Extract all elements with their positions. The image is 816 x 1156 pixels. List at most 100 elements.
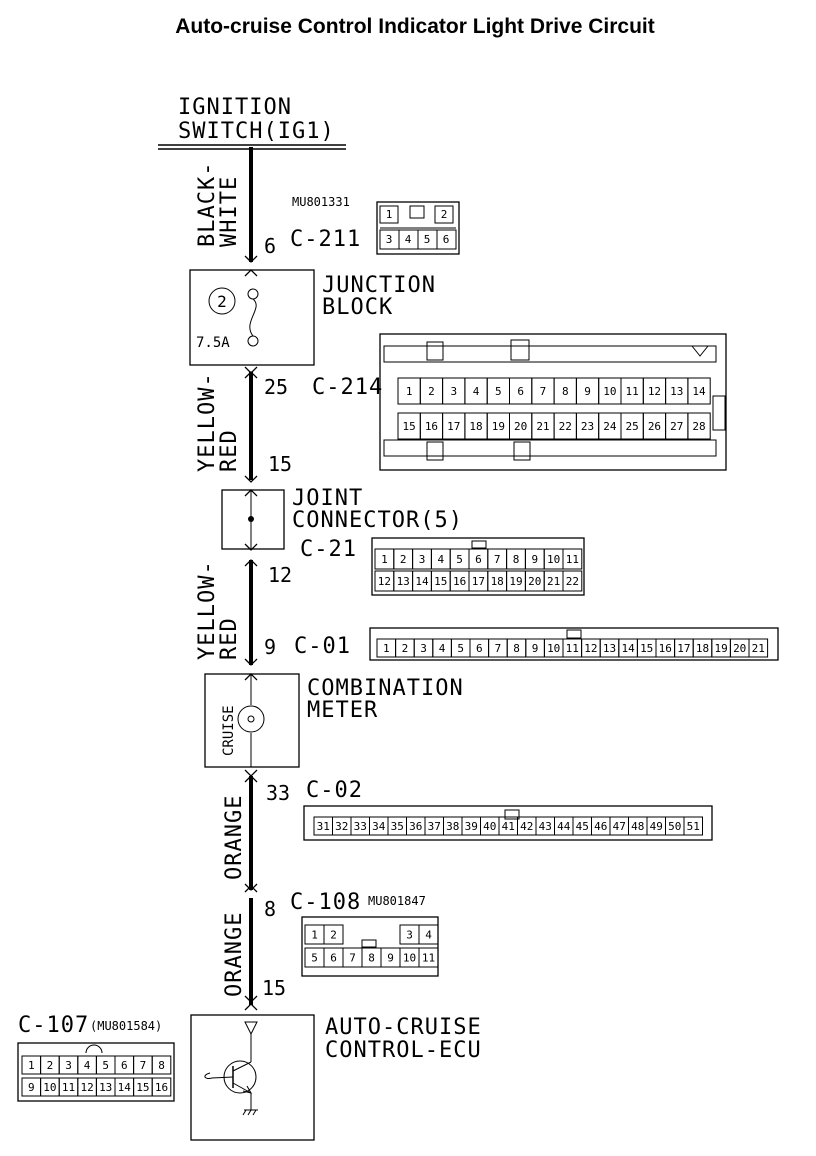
c108-pin-cell [418, 924, 439, 945]
ground-icon [242, 1109, 258, 1116]
c214-pin-label: 3 [450, 385, 457, 398]
c107-pin-label: 8 [158, 1059, 165, 1072]
pin-15-ecu: 15 [262, 976, 286, 1000]
c108-pin-label: 2 [330, 929, 337, 942]
c214-pin-label: 26 [648, 420, 661, 433]
c214-pin-cell [687, 412, 711, 440]
c108-pin-label: 6 [330, 952, 337, 965]
c21-pin-label: 7 [494, 553, 501, 566]
c214-pin-label: 20 [514, 420, 527, 433]
fuse-terminal-top [247, 288, 259, 300]
c108-part-number: MU801847 [368, 894, 426, 908]
c214-pin-cell [687, 377, 711, 405]
c214-pin-label: 28 [692, 420, 705, 433]
c108-pin-label: 1 [311, 929, 318, 942]
pin-33: 33 [266, 781, 290, 805]
svg-text:ORANGE: ORANGE [222, 795, 247, 880]
c107-pin-cell [151, 1055, 172, 1075]
c108-id: C-108 [290, 890, 361, 915]
c108-pin-label: 3 [406, 929, 413, 942]
c108-pin-label: 10 [403, 952, 416, 965]
c01-pin-label: 4 [439, 642, 446, 655]
c01-pin-label: 3 [420, 642, 427, 655]
c214-pin-label: 11 [626, 385, 639, 398]
c21-pin-label: 5 [456, 553, 463, 566]
wire-color-yellow-red-1: YELLOW- RED [195, 372, 242, 472]
c107-pin-label: 6 [121, 1059, 128, 1072]
c01-pin-label: 13 [603, 642, 616, 655]
c108-pin-label: 4 [425, 929, 432, 942]
c107-pin-label: 16 [155, 1081, 168, 1094]
c214-pin-label: 25 [626, 420, 639, 433]
c108-pin-label: 8 [368, 952, 375, 965]
c214-pin-label: 19 [492, 420, 505, 433]
c107-pin-label: 1 [28, 1059, 35, 1072]
ecu-label-line1: AUTO-CRUISE [325, 1015, 482, 1040]
c108-pin-label: 11 [422, 952, 435, 965]
fuse-rating: 7.5A [196, 335, 230, 351]
indicator-lamp-icon [237, 705, 265, 733]
c214-pin-label: 6 [517, 385, 524, 398]
c21-pin-label: 14 [415, 575, 429, 588]
ignition-label-line1: IGNITION [178, 95, 292, 120]
c02-pin-label: 38 [446, 820, 459, 833]
c107-part-number: (MU801584) [90, 1019, 162, 1033]
c107-id: C-107 [18, 1013, 89, 1038]
c02-pin-label: 37 [428, 820, 441, 833]
pin-6: 6 [264, 234, 276, 258]
wire-color-orange-1: ORANGE [222, 795, 247, 880]
c02-pin-label: 36 [409, 820, 422, 833]
c02-pin-label: 34 [372, 820, 386, 833]
c21-pin-label: 11 [566, 553, 579, 566]
c21-pin-label: 22 [566, 575, 579, 588]
c107-pin-label: 9 [28, 1081, 35, 1094]
fuse-terminal-bottom [247, 335, 259, 347]
c21-pin-cell [562, 570, 583, 592]
c21-pin-label: 4 [437, 553, 444, 566]
c21-pin-label: 9 [531, 553, 538, 566]
c02-pin-label: 43 [539, 820, 552, 833]
cruise-lamp-label: CRUISE [221, 705, 237, 756]
c214-pin-label: 24 [603, 420, 617, 433]
c01-pin-label: 16 [659, 642, 672, 655]
joint-splice-dot [248, 516, 254, 522]
combination-meter-label-line2: METER [307, 698, 378, 723]
c108-pin-label: 9 [387, 952, 394, 965]
c214-pin-label: 27 [670, 420, 683, 433]
fuse-number: 2 [217, 292, 227, 311]
c21-pin-label: 15 [434, 575, 447, 588]
wire-color-yellow-red-2: YELLOW- RED [195, 560, 242, 660]
c01-pin-cell [748, 638, 769, 658]
c21-pin-cell [562, 548, 583, 570]
c02-pin-label: 51 [687, 820, 700, 833]
c214-pin-label: 22 [559, 420, 572, 433]
c01-pin-label: 5 [457, 642, 464, 655]
c214-pin-label: 21 [536, 420, 549, 433]
pin-25: 25 [264, 375, 288, 399]
svg-text:ORANGE: ORANGE [222, 912, 247, 997]
c107-pin-label: 11 [62, 1081, 75, 1094]
c214-pin-label: 2 [428, 385, 435, 398]
ecu-label-line2: CONTROL-ECU [325, 1038, 482, 1063]
c107-pin-label: 2 [47, 1059, 54, 1072]
c21-pin-label: 13 [397, 575, 410, 588]
c01-pin-label: 8 [513, 642, 520, 655]
c01-pin-label: 17 [677, 642, 690, 655]
c108-pin-cell [418, 947, 439, 968]
svg-text:YELLOW-: YELLOW- [195, 372, 220, 472]
c214-pin-label: 16 [425, 420, 438, 433]
wire-color-orange-2: ORANGE [222, 912, 247, 997]
c02-id: C-02 [306, 778, 363, 803]
c214-pin-label: 4 [473, 385, 480, 398]
c107-pin-label: 15 [136, 1081, 149, 1094]
svg-text:WHITE: WHITE [217, 176, 242, 247]
pin-15-joint: 15 [268, 452, 292, 476]
c214-pin-label: 12 [648, 385, 661, 398]
combination-meter-box [204, 673, 300, 768]
fuse-number-circle [208, 287, 236, 315]
svg-text:4: 4 [405, 233, 412, 246]
c01-pin-label: 9 [532, 642, 539, 655]
svg-text:RED: RED [217, 429, 242, 472]
